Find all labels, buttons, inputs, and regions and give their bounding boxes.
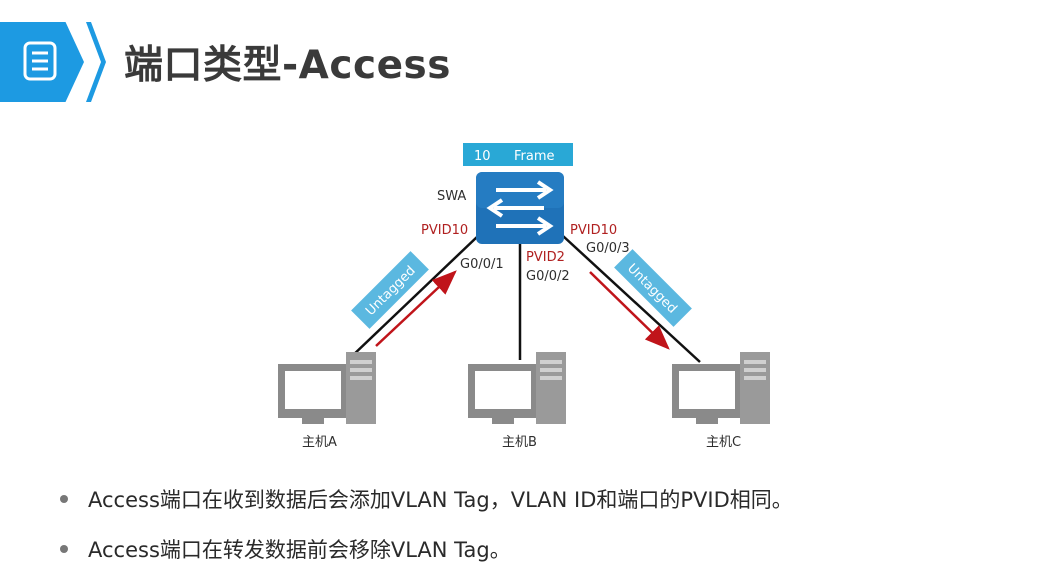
untagged-label-left: Untagged — [351, 251, 429, 329]
link-c — [562, 235, 701, 363]
bullet-list: Access端口在收到数据后会添加VLAN Tag，VLAN ID和端口的PVI… — [60, 484, 793, 584]
untagged-label-right: Untagged — [614, 249, 692, 327]
slide-header: 端口类型-Access — [0, 0, 1055, 110]
port-2-pvid: PVID2 — [526, 250, 565, 265]
page-title: 端口类型-Access — [124, 43, 451, 88]
switch-icon — [476, 172, 564, 244]
port-1-pvid: PVID10 — [421, 223, 468, 238]
port-3-interface: G0/0/3 — [586, 241, 630, 256]
host-c-label: 主机C — [706, 435, 741, 450]
frame-vlan-id: 10 — [474, 149, 491, 164]
list-item: Access端口在收到数据后会添加VLAN Tag，VLAN ID和端口的PVI… — [60, 484, 793, 512]
bullet-text: Access端口在收到数据后会添加VLAN Tag，VLAN ID和端口的PVI… — [88, 488, 793, 512]
switch-name: SWA — [437, 189, 466, 204]
bullet-dot — [60, 545, 68, 553]
frame-label: Frame — [514, 149, 555, 164]
host-b-label: 主机B — [502, 435, 537, 450]
bullet-dot — [60, 495, 68, 503]
list-item: Access端口在转发数据前会移除VLAN Tag。 — [60, 534, 793, 562]
port-3-pvid: PVID10 — [570, 223, 617, 238]
bullet-text: Access端口在转发数据前会移除VLAN Tag。 — [88, 538, 511, 562]
document-list-icon — [23, 41, 57, 81]
computer-icon — [672, 352, 770, 424]
computer-icon — [468, 352, 566, 424]
frame-tag: 10 Frame — [463, 143, 573, 166]
computer-icon — [278, 352, 376, 424]
egress-arrow — [589, 271, 670, 350]
link-a — [349, 235, 479, 359]
ingress-arrow — [375, 270, 457, 347]
port-2-interface: G0/0/2 — [526, 269, 570, 284]
host-a-label: 主机A — [302, 435, 337, 450]
port-1-interface: G0/0/1 — [460, 257, 504, 272]
network-diagram: 10 Frame SWA PVID10 G0/0/1 PVID2 G0/0/2 … — [278, 143, 770, 450]
